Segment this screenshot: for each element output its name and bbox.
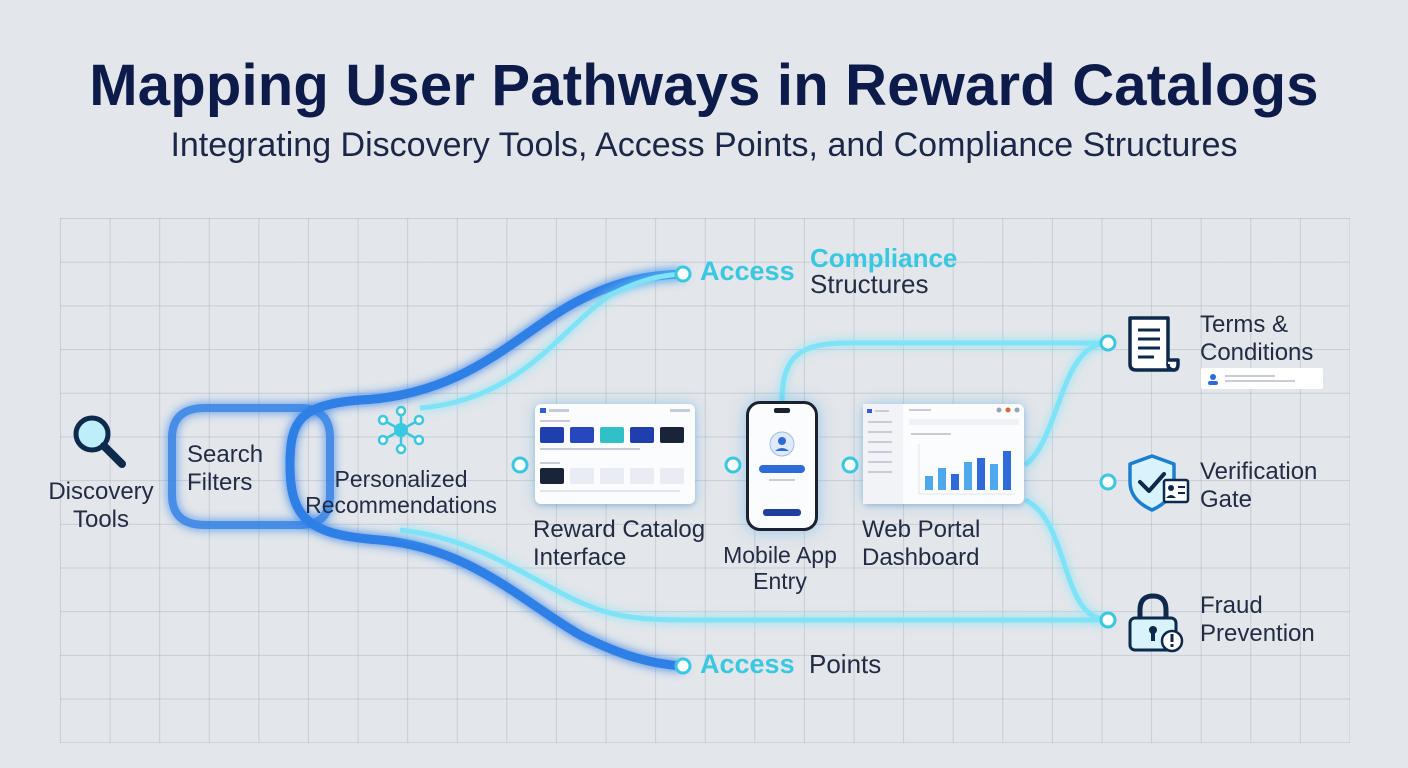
label-points: Points bbox=[808, 649, 882, 679]
reward-catalog-thumbnail bbox=[535, 404, 695, 504]
page-subtitle: Integrating Discovery Tools, Access Poin… bbox=[170, 126, 1238, 164]
page-title: Mapping User Pathways in Reward Catalogs bbox=[89, 53, 1319, 118]
dot-compliance bbox=[674, 265, 692, 283]
label-compliance-structures: Compliance Structures bbox=[810, 245, 957, 297]
node-terms-conditions: Terms & Conditions bbox=[1200, 311, 1314, 366]
dot-verification bbox=[1099, 473, 1117, 491]
node-discovery-tools: Discovery Tools bbox=[48, 478, 154, 533]
dot-catalog bbox=[511, 456, 529, 474]
document-scroll-icon bbox=[1128, 316, 1180, 372]
user-consent-bar bbox=[1201, 368, 1323, 389]
shield-check-icon bbox=[1128, 454, 1190, 512]
magnifier-icon bbox=[73, 415, 126, 468]
dot-access-points bbox=[674, 657, 692, 675]
path-to-compliance-secondary bbox=[419, 271, 684, 411]
dot-mobile bbox=[724, 456, 742, 474]
node-mobile-app-entry: Mobile App Entry bbox=[723, 542, 837, 594]
label-access-top: Access bbox=[700, 256, 795, 286]
node-reward-catalog-interface: Reward Catalog Interface bbox=[533, 516, 706, 571]
path-to-fraud-prevention bbox=[399, 527, 1108, 623]
label-structures: Structures bbox=[810, 269, 929, 299]
dot-fraud bbox=[1099, 611, 1117, 629]
padlock-warning-icon bbox=[1128, 593, 1184, 653]
dot-terms bbox=[1099, 334, 1117, 352]
catalog-mockup bbox=[540, 408, 690, 492]
path-to-terms bbox=[779, 340, 1108, 403]
path-dashboard-fraud bbox=[1023, 497, 1109, 623]
path-to-access-points bbox=[285, 464, 684, 671]
dot-portal bbox=[841, 456, 859, 474]
node-search-filters: Search Filters bbox=[187, 441, 264, 496]
node-personalized-recommendations: Personalized Recommendations bbox=[305, 466, 497, 518]
search-filters-loop bbox=[168, 404, 334, 529]
mobile-phone-thumbnail bbox=[746, 401, 818, 531]
path-to-compliance bbox=[285, 269, 684, 466]
path-dashboard-terms bbox=[1023, 340, 1109, 468]
label-access-bottom: Access bbox=[700, 649, 795, 679]
node-fraud-prevention: Fraud Prevention bbox=[1200, 592, 1315, 647]
node-verification-gate: Verification Gate bbox=[1200, 458, 1318, 513]
dashboard-mockup bbox=[863, 404, 1020, 504]
web-portal-thumbnail bbox=[863, 404, 1024, 504]
label-access-points: Access Points bbox=[700, 651, 881, 678]
phone-mockup bbox=[759, 408, 805, 516]
node-web-portal-dashboard: Web Portal Dashboard bbox=[862, 516, 981, 571]
network-hub-icon bbox=[377, 405, 425, 455]
label-compliance: Compliance bbox=[810, 243, 958, 273]
